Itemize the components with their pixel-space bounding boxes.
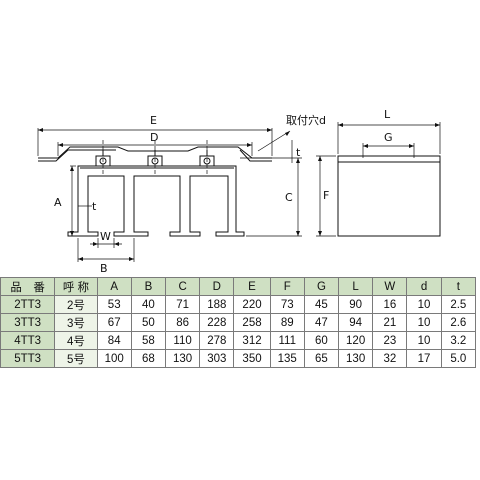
model-cell: 3TT3 — [0, 313, 56, 332]
value-cell: 10 — [406, 313, 442, 332]
value-cell: 111 — [269, 331, 305, 350]
name-cell: 5号 — [54, 349, 98, 368]
label-E: E — [150, 114, 157, 127]
value-cell: 86 — [164, 313, 201, 332]
column-header: C — [164, 277, 201, 296]
value-cell: 10 — [406, 295, 442, 314]
label-F: F — [323, 189, 329, 202]
value-cell: 2.5 — [440, 295, 477, 314]
value-cell: 130 — [164, 349, 201, 368]
label-t-left: t — [92, 200, 97, 213]
value-cell: 71 — [164, 295, 201, 314]
value-cell: 228 — [199, 313, 235, 332]
label-hole: 取付穴d — [286, 113, 326, 127]
column-header: G — [303, 277, 340, 296]
value-cell: 10 — [406, 331, 442, 350]
model-cell: 2TT3 — [0, 295, 56, 314]
label-L: L — [384, 108, 391, 121]
label-W: W — [100, 230, 111, 243]
column-header: B — [130, 277, 167, 296]
value-cell: 16 — [372, 295, 408, 314]
value-cell: 135 — [269, 349, 305, 368]
left-rail — [67, 165, 245, 237]
value-cell: 23 — [372, 331, 408, 350]
value-cell: 32 — [372, 349, 408, 368]
column-header: A — [96, 277, 132, 296]
side-view-plate — [337, 155, 441, 163]
column-header: D — [199, 277, 235, 296]
value-cell: 40 — [130, 295, 167, 314]
label-D: D — [150, 131, 158, 144]
model-cell: 5TT3 — [0, 349, 56, 368]
value-cell: 60 — [303, 331, 340, 350]
value-cell: 53 — [96, 295, 132, 314]
value-cell: 278 — [199, 331, 235, 350]
value-cell: 68 — [130, 349, 167, 368]
label-G: G — [384, 131, 393, 144]
label-B: B — [100, 262, 108, 275]
value-cell: 110 — [164, 331, 201, 350]
value-cell: 3.2 — [440, 331, 477, 350]
value-cell: 5.0 — [440, 349, 477, 368]
column-header: t — [440, 277, 477, 296]
name-cell: 4号 — [54, 331, 98, 350]
column-header: E — [233, 277, 271, 296]
model-cell: 4TT3 — [0, 331, 56, 350]
value-cell: 100 — [96, 349, 132, 368]
value-cell: 90 — [338, 295, 374, 314]
value-cell: 21 — [372, 313, 408, 332]
label-A: A — [54, 196, 62, 209]
value-cell: 50 — [130, 313, 167, 332]
value-cell: 220 — [233, 295, 271, 314]
value-cell: 67 — [96, 313, 132, 332]
name-cell: 3号 — [54, 313, 98, 332]
label-t-top: t — [296, 146, 301, 159]
value-cell: 84 — [96, 331, 132, 350]
column-header: d — [406, 277, 442, 296]
value-cell: 58 — [130, 331, 167, 350]
value-cell: 258 — [233, 313, 271, 332]
value-cell: 130 — [338, 349, 374, 368]
value-cell: 350 — [233, 349, 271, 368]
column-header: F — [269, 277, 305, 296]
column-header: 品 番 — [0, 277, 56, 296]
top-flange-plate — [38, 146, 272, 159]
value-cell: 120 — [338, 331, 374, 350]
value-cell: 188 — [199, 295, 235, 314]
value-cell: 89 — [269, 313, 305, 332]
value-cell: 2.6 — [440, 313, 477, 332]
column-header: 呼 称 — [54, 277, 98, 296]
value-cell: 17 — [406, 349, 442, 368]
value-cell: 303 — [199, 349, 235, 368]
side-view-body — [337, 161, 441, 237]
value-cell: 45 — [303, 295, 340, 314]
label-C: C — [285, 191, 293, 204]
value-cell: 65 — [303, 349, 340, 368]
column-header: L — [338, 277, 374, 296]
value-cell: 94 — [338, 313, 374, 332]
rail-dimension-drawing: E D 取付穴d t L G A t C F W B — [37, 108, 441, 275]
column-header: W — [372, 277, 408, 296]
value-cell: 47 — [303, 313, 340, 332]
value-cell: 312 — [233, 331, 271, 350]
value-cell: 73 — [269, 295, 305, 314]
name-cell: 2号 — [54, 295, 98, 314]
